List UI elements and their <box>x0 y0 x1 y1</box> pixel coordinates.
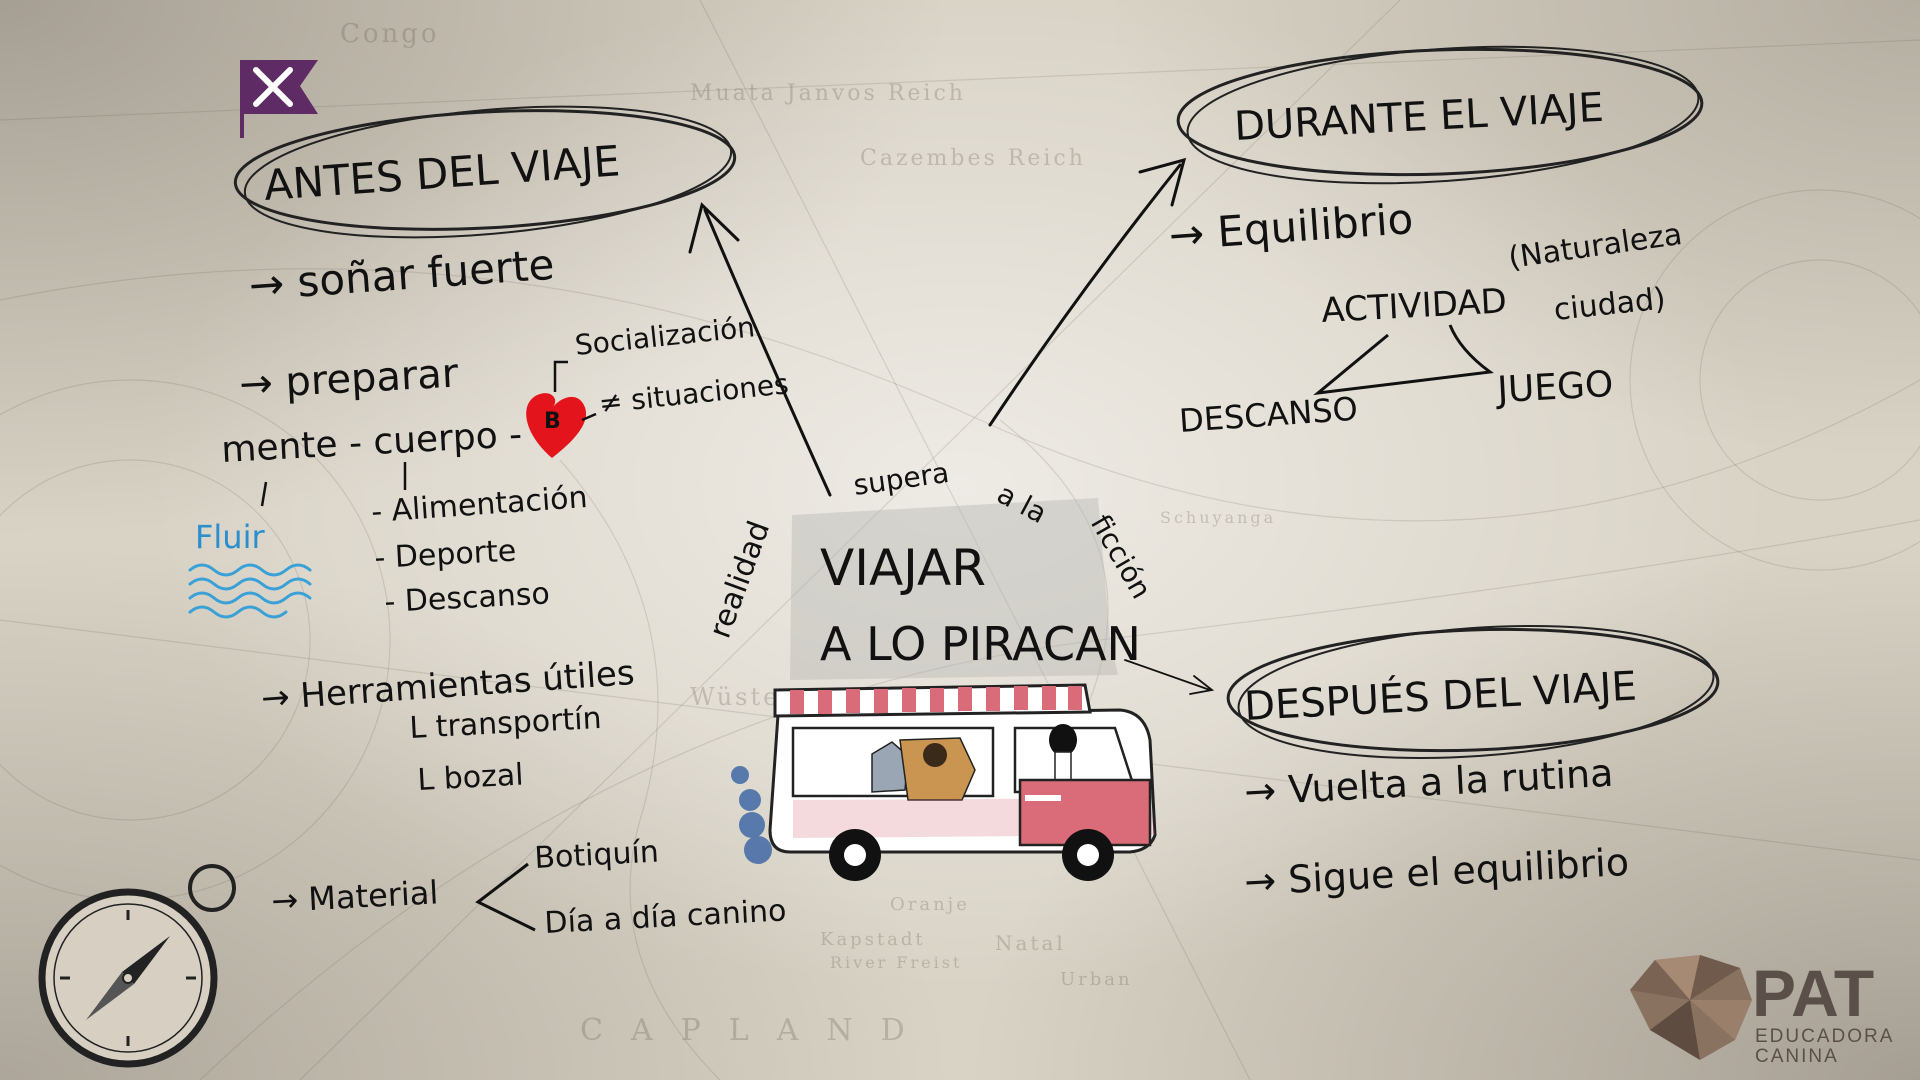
arc-word-supera: supera <box>851 456 951 502</box>
arrow-to-during <box>988 163 1182 427</box>
material-item-dia-a-dia: Día a día canino <box>544 893 788 941</box>
map-label-wuste: Wüste <box>690 683 780 711</box>
body-item-alimentacion: - Alimentación <box>370 480 589 530</box>
arrow-to-after <box>1124 659 1211 691</box>
after-content: → Vuelta a la rutina → Sigue el equilibr… <box>1243 751 1630 904</box>
map-label-muata: Muata Janvos Reich <box>690 81 966 106</box>
map-label-cazembes: Cazembes Reich <box>860 146 1086 171</box>
map-label-congo: Congo <box>340 19 440 49</box>
center-title-line1: VIAJAR <box>820 539 986 597</box>
material-item-botiquin: Botiquín <box>534 835 660 876</box>
body-item-deporte: - Deporte <box>374 534 518 576</box>
herramientas-item-transportin: L transportín <box>409 701 603 746</box>
brand-name: PAT <box>1752 956 1874 1030</box>
triangle-connector <box>1313 324 1494 396</box>
heart-item-situaciones: ≠ situaciones <box>597 367 790 420</box>
map-label-kapstadt: Kapstadt <box>820 929 926 950</box>
during-content: → Equilibrio ACTIVIDAD (Naturaleza ciuda… <box>1167 194 1684 440</box>
van-illustration <box>731 683 1157 881</box>
map-label-oranje: Oranje <box>890 894 970 915</box>
before-material: → Material <box>270 873 439 920</box>
after-item-rutina: → Vuelta a la rutina <box>1243 751 1614 814</box>
arrow-to-before <box>703 208 832 497</box>
center-title-line2: A LO PIRACAN <box>820 617 1141 671</box>
arrow-to-before-head <box>688 202 740 254</box>
before-sonar: → soñar fuerte <box>247 240 556 310</box>
during-heading-group: DURANTE EL VIAJE <box>1176 45 1704 185</box>
svg-text:B: B <box>544 409 561 434</box>
arc-word-realidad: realidad <box>703 516 777 642</box>
center-node: VIAJAR A LO PIRACAN realidad supera a la… <box>703 456 1158 680</box>
during-heading: DURANTE EL VIAJE <box>1233 85 1605 150</box>
paper-scrap <box>790 498 1118 680</box>
brand-line2: CANINA <box>1755 1046 1839 1067</box>
flag-logo-icon <box>240 60 318 138</box>
before-preparar: → preparar <box>238 351 460 408</box>
during-descanso: DESCANSO <box>1178 390 1359 440</box>
arrow-to-after-head <box>1189 675 1215 695</box>
connector-arrows <box>688 157 1215 695</box>
arrow-to-during-head <box>1138 157 1187 207</box>
herramientas-item-bozal: L bozal <box>417 757 525 798</box>
brand-line1: EDUCADORA <box>1755 1026 1894 1047</box>
compass-icon <box>38 864 236 1068</box>
map-label-urban: Urban <box>1060 969 1133 990</box>
during-equilibrio: → Equilibrio <box>1167 194 1414 260</box>
before-mente-cuerpo: mente - cuerpo - <box>220 414 523 471</box>
map-label-natal: Natal <box>995 931 1066 955</box>
map-label-river: River Freist <box>830 953 962 972</box>
map-label-schuyanga: Schuyanga <box>1160 508 1276 527</box>
after-heading: DESPUÉS DEL VIAJE <box>1243 661 1638 729</box>
pat-logo-icon: PAT EDUCADORA CANINA <box>1630 955 1894 1067</box>
during-actividad-note-2: ciudad) <box>1552 281 1667 328</box>
during-juego: JUEGO <box>1494 364 1614 411</box>
after-heading-group: DESPUÉS DEL VIAJE <box>1226 625 1720 759</box>
before-fluir: Fluir <box>195 518 265 556</box>
during-actividad: ACTIVIDAD <box>1320 281 1507 331</box>
before-heading: ANTES DEL VIAJE <box>262 136 621 210</box>
during-actividad-note-1: (Naturaleza <box>1506 217 1684 276</box>
body-item-descanso: - Descanso <box>384 576 551 620</box>
heart-icon: B <box>526 393 587 458</box>
map-label-capland: CAPLAND <box>580 1013 933 1048</box>
waves-icon <box>188 563 312 619</box>
before-content: → soñar fuerte → preparar mente - cuerpo… <box>188 240 790 941</box>
heart-item-socializacion: Socialización <box>573 310 756 362</box>
after-item-equilibrio: → Sigue el equilibrio <box>1243 840 1630 904</box>
